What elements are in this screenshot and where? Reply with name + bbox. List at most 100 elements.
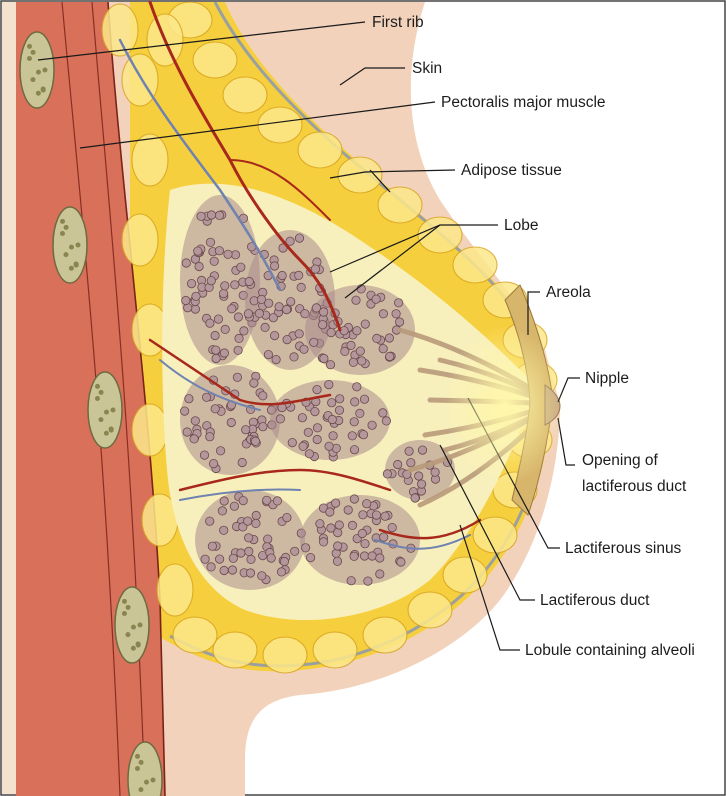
rib-texture-dot bbox=[69, 245, 74, 250]
rib-texture-dot bbox=[99, 390, 104, 395]
alveolus bbox=[318, 321, 326, 329]
alveolus bbox=[325, 380, 333, 388]
alveolus bbox=[295, 234, 303, 242]
rib-texture-dot bbox=[138, 787, 143, 792]
label-adipose-tissue: Adipose tissue bbox=[461, 162, 562, 179]
left-edge-strip bbox=[2, 2, 16, 794]
fat-lobule bbox=[213, 632, 257, 668]
rib-texture-dot bbox=[122, 599, 127, 604]
alveolus bbox=[350, 418, 358, 426]
fat-lobule bbox=[122, 214, 158, 266]
alveolus bbox=[182, 259, 190, 267]
alveolus bbox=[316, 520, 324, 528]
rib-cross-section bbox=[20, 32, 54, 108]
alveolus bbox=[218, 507, 226, 515]
alveolus bbox=[295, 330, 303, 338]
alveolus bbox=[191, 417, 199, 425]
alveolus bbox=[415, 472, 423, 480]
alveolus bbox=[244, 310, 252, 318]
alveolus bbox=[333, 557, 341, 565]
alveolus bbox=[372, 511, 380, 519]
alveolus bbox=[310, 338, 318, 346]
alveolus bbox=[221, 325, 229, 333]
alveolus bbox=[358, 357, 366, 365]
alveolus bbox=[360, 552, 368, 560]
alveolus bbox=[252, 511, 260, 519]
alveolus bbox=[311, 407, 319, 415]
label-pectoralis-major-muscle: Pectoralis major muscle bbox=[441, 94, 606, 111]
alveolus bbox=[180, 407, 188, 415]
alveolus bbox=[238, 458, 246, 466]
rib-texture-dot bbox=[111, 408, 116, 413]
alveolus bbox=[269, 314, 277, 322]
rib-texture-dot bbox=[131, 646, 136, 651]
alveolus bbox=[182, 296, 190, 304]
alveolus bbox=[306, 553, 314, 561]
alveolus bbox=[270, 262, 278, 270]
alveolus bbox=[397, 558, 405, 566]
alveolus bbox=[220, 526, 228, 534]
alveolus bbox=[247, 555, 255, 563]
rib-cross-section bbox=[53, 207, 87, 283]
rib-texture-dot bbox=[98, 417, 103, 422]
fat-lobule bbox=[408, 592, 452, 628]
lobe bbox=[180, 365, 280, 475]
fat-lobule bbox=[258, 107, 302, 143]
alveolus bbox=[278, 271, 286, 279]
alveolus bbox=[227, 418, 235, 426]
alveolus bbox=[212, 346, 220, 354]
label-lobule-containing-alveoli: Lobule containing alveoli bbox=[525, 642, 695, 659]
alveolus bbox=[360, 395, 368, 403]
alveolus bbox=[240, 327, 248, 335]
rib-texture-dot bbox=[126, 605, 131, 610]
alveolus bbox=[359, 431, 367, 439]
alveolus bbox=[326, 361, 334, 369]
alveolus bbox=[299, 442, 307, 450]
rib-texture-dot bbox=[131, 625, 136, 630]
alveolus bbox=[207, 563, 215, 571]
rib-cross-section bbox=[115, 587, 149, 663]
alveolus bbox=[212, 354, 220, 362]
alveolus bbox=[230, 502, 238, 510]
label-opening-line1: Opening of bbox=[582, 452, 659, 469]
alveolus bbox=[320, 354, 328, 362]
alveolus bbox=[206, 319, 214, 327]
alveolus bbox=[220, 566, 228, 574]
alveolus bbox=[228, 305, 236, 313]
alveolus bbox=[382, 417, 390, 425]
alveolus bbox=[283, 513, 291, 521]
alveolus bbox=[259, 392, 267, 400]
alveolus bbox=[264, 350, 272, 358]
alveolus bbox=[206, 238, 214, 246]
alveolus bbox=[263, 496, 271, 504]
alveolus bbox=[353, 383, 361, 391]
rib-texture-dot bbox=[63, 252, 68, 257]
fat-lobule bbox=[132, 404, 168, 456]
alveolus bbox=[407, 459, 415, 467]
alveolus bbox=[209, 459, 217, 467]
alveolus bbox=[350, 552, 358, 560]
alveolus bbox=[350, 495, 358, 503]
alveolus bbox=[246, 569, 254, 577]
alveolus bbox=[201, 555, 209, 563]
alveolus bbox=[251, 437, 259, 445]
alveolus bbox=[244, 517, 252, 525]
rib-texture-dot bbox=[95, 384, 100, 389]
alveolus bbox=[215, 555, 223, 563]
fat-lobule bbox=[418, 217, 462, 253]
alveolus bbox=[313, 424, 321, 432]
alveolus bbox=[327, 328, 335, 336]
fat-lobule bbox=[223, 77, 267, 113]
fat-lobule bbox=[298, 132, 342, 168]
alveolus bbox=[356, 409, 364, 417]
alveolus bbox=[215, 211, 223, 219]
alveolus bbox=[233, 373, 241, 381]
alveolus bbox=[245, 547, 253, 555]
label-lactiferous-duct: Lactiferous duct bbox=[540, 592, 650, 609]
fat-lobule bbox=[313, 632, 357, 668]
alveolus bbox=[220, 349, 228, 357]
alveolus bbox=[195, 262, 203, 270]
alveolus bbox=[359, 511, 367, 519]
alveolus bbox=[379, 345, 387, 353]
